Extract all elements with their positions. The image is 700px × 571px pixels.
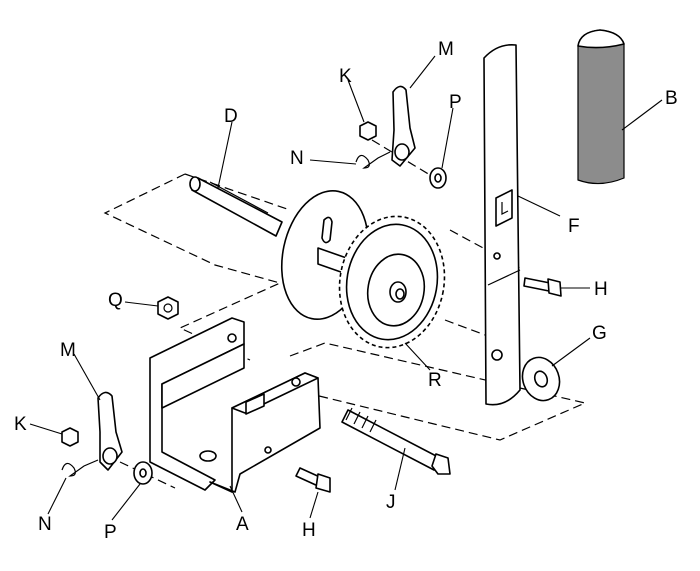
label-M-upper: M <box>438 39 454 60</box>
label-B: B <box>665 88 678 109</box>
upper-spring-part-N <box>355 151 391 169</box>
label-D: D <box>224 106 238 127</box>
label-G: G <box>592 323 607 344</box>
upper-washer-part-P <box>429 167 447 189</box>
upper-pawl-part-M <box>391 85 416 167</box>
bracket-part-A <box>149 317 321 493</box>
lower-spring-part-N <box>61 459 99 477</box>
label-K-lower: K <box>14 414 27 435</box>
label-P-upper: P <box>449 92 462 113</box>
pin-part-D <box>189 176 283 237</box>
label-N-lower: N <box>38 514 52 535</box>
label-A: A <box>236 514 249 535</box>
washer-part-G <box>521 356 561 402</box>
bolt-part-H-upper <box>523 277 562 297</box>
bolt-part-J <box>341 407 451 475</box>
lower-nut-part-K <box>61 427 79 447</box>
label-Q: Q <box>108 290 123 311</box>
label-J: J <box>386 492 396 513</box>
strap-part-F <box>483 43 521 406</box>
label-F: F <box>568 216 580 237</box>
label-N-upper: N <box>290 148 304 169</box>
label-R: R <box>428 370 442 391</box>
label-H-upper: H <box>594 279 608 300</box>
pad-part-B <box>577 29 625 185</box>
leader-lines <box>29 55 663 521</box>
part-labels: M K N P B D F H G R Q M K N P A H J <box>14 39 678 543</box>
lower-pawl-part-M <box>97 391 123 471</box>
bolt-part-H-lower <box>295 467 331 493</box>
gear-part-R <box>338 215 446 349</box>
label-K-upper: K <box>339 66 352 87</box>
upper-nut-part-K <box>359 121 377 141</box>
lower-washer-part-P <box>133 461 153 485</box>
label-P-lower: P <box>104 522 117 543</box>
label-M-lower: M <box>60 340 76 361</box>
label-H-lower: H <box>302 520 316 541</box>
nut-part-Q <box>157 296 179 320</box>
